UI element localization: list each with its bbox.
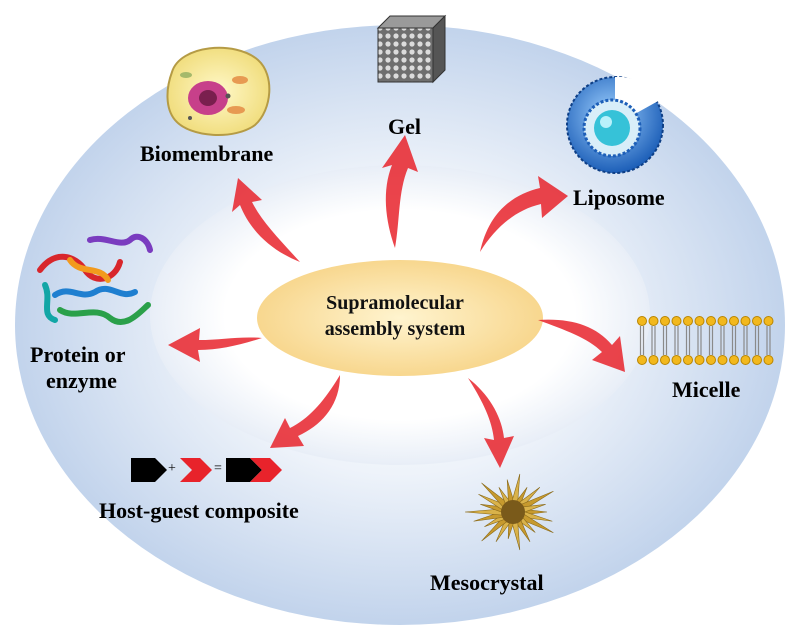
center-label: Supramolecular assembly system (255, 290, 535, 342)
cell-icon (166, 46, 271, 136)
crystal-core (501, 500, 525, 524)
lipid-head-bottom (729, 355, 739, 365)
lipid-tail (731, 326, 737, 355)
micelle-icon (637, 316, 774, 365)
arrows (168, 135, 625, 468)
lipid-tail (720, 326, 725, 355)
label-gel: Gel (388, 114, 421, 139)
plus-sign: + (168, 461, 176, 476)
center-line1: Supramolecular (326, 292, 464, 314)
arrow-liposome (480, 176, 568, 252)
lipid-head-bottom (740, 355, 751, 365)
liposome-icon (566, 76, 664, 174)
lipid-head-bottom (648, 355, 659, 365)
label-protein-line1: Protein or (30, 342, 126, 367)
lipid-head-top (752, 316, 762, 326)
lipid-head-bottom (763, 355, 774, 365)
lipid-head-bottom (671, 355, 682, 365)
gel-cube-icon (376, 14, 447, 84)
lipid-tail (743, 326, 748, 355)
lipid-head-bottom (717, 355, 728, 365)
host-shape-icon (131, 458, 167, 482)
label-protein-line2: enzyme (46, 368, 117, 393)
lipid-head-bottom (752, 355, 762, 365)
lipid-tail (754, 326, 760, 355)
protein-icon (37, 233, 153, 325)
mesocrystal-icon (464, 473, 554, 551)
label-mesocrystal: Mesocrystal (430, 570, 544, 595)
lipid-tail (651, 326, 656, 355)
lipid-tail (697, 326, 702, 355)
lipid-head-top (729, 316, 739, 326)
lipid-head-bottom (706, 355, 716, 365)
lipid-head-bottom (694, 355, 705, 365)
label-host-guest: Host-guest composite (99, 498, 299, 523)
lipid-tail (766, 326, 771, 355)
lipid-head-top (648, 316, 659, 326)
arrow-gel (382, 135, 418, 248)
lipid-tail (662, 326, 668, 355)
equals-sign: = (214, 461, 222, 476)
guest-shape-icon (180, 458, 212, 482)
lipid-head-bottom (637, 355, 647, 365)
lipid-tail (708, 326, 714, 355)
label-liposome: Liposome (573, 185, 665, 210)
lipid-head-bottom (683, 355, 693, 365)
lipid-tail (639, 326, 645, 355)
lipid-head-top (671, 316, 682, 326)
arrow-mesocrystal (468, 378, 514, 468)
composite-host-icon (226, 458, 262, 482)
arrow-host-guest (270, 375, 340, 448)
lipid-head-top (706, 316, 716, 326)
arrow-protein (168, 328, 262, 362)
lipid-head-top (683, 316, 693, 326)
arrow-biomembrane (232, 178, 300, 262)
label-micelle: Micelle (672, 377, 741, 402)
lipid-tail (674, 326, 679, 355)
composite-guest-icon (250, 458, 282, 482)
center-ellipse (257, 260, 543, 376)
lipid-tail (685, 326, 691, 355)
lipid-head-top (660, 316, 670, 326)
lipid-head-top (637, 316, 647, 326)
lipid-head-top (740, 316, 751, 326)
lipid-head-top (694, 316, 705, 326)
lipid-head-top (763, 316, 774, 326)
host-guest-equation (131, 458, 282, 482)
lipid-head-bottom (660, 355, 670, 365)
lipid-head-top (717, 316, 728, 326)
label-biomembrane: Biomembrane (140, 141, 274, 166)
center-line2: assembly system (324, 318, 466, 340)
arrow-micelle (538, 319, 625, 372)
